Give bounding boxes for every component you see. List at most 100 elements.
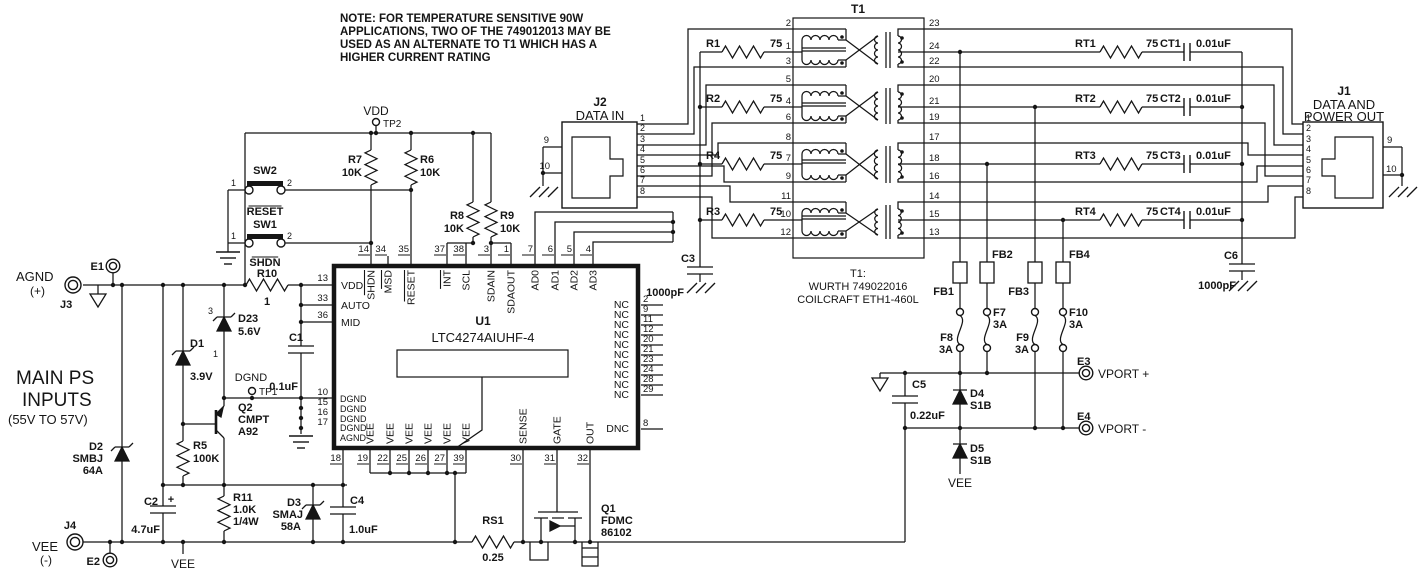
rt2-ref: RT2 bbox=[1075, 93, 1096, 105]
j2-pin6-num: 6 bbox=[640, 165, 645, 175]
e3-label: E3 bbox=[1077, 356, 1090, 368]
wire bbox=[529, 542, 549, 561]
sw2-pin1: 1 bbox=[231, 178, 236, 188]
u1-pin13-num: 13 bbox=[317, 273, 328, 284]
polarity-dot bbox=[900, 150, 904, 154]
wire bbox=[845, 39, 879, 65]
polarity-dot bbox=[900, 231, 904, 235]
u1-pin-agnd: AGND bbox=[340, 433, 367, 443]
ct2-ref: CT2 bbox=[1160, 93, 1181, 105]
j3-label: J3 bbox=[60, 299, 72, 311]
u1-nc28-num: 28 bbox=[643, 374, 654, 385]
wire bbox=[897, 179, 924, 183]
t1-pin8-num: 8 bbox=[786, 132, 791, 143]
j1-name-2: POWER OUT bbox=[1304, 109, 1384, 124]
junction-dot bbox=[957, 370, 963, 376]
r10-ref: R10 bbox=[257, 268, 277, 280]
fuse-element bbox=[1059, 314, 1067, 346]
fuse-terminal bbox=[1030, 343, 1040, 353]
d23-zener bbox=[215, 315, 233, 332]
wire bbox=[924, 122, 1303, 177]
u1-pin32-num: 32 bbox=[577, 453, 588, 464]
j1-pin3-num: 3 bbox=[1306, 134, 1311, 144]
polarity-dot bbox=[840, 91, 844, 95]
r11-ref: R11 bbox=[233, 492, 253, 504]
junction-dot bbox=[1032, 425, 1038, 431]
t1-primary-winding bbox=[801, 207, 839, 214]
note-4: HIGHER CURRENT RATING bbox=[340, 52, 491, 64]
tp1-testpoint bbox=[247, 386, 257, 396]
vee-net-1: VEE bbox=[171, 557, 195, 571]
q1-part1: FDMC bbox=[601, 515, 633, 527]
dgnd-net: DGND bbox=[235, 372, 267, 384]
j2-pin3-num: 3 bbox=[640, 134, 645, 144]
junction-dot bbox=[452, 470, 458, 476]
main-ps-2: INPUTS bbox=[22, 390, 92, 411]
f7-rating: 3A bbox=[993, 319, 1007, 331]
r8-ref: R8 bbox=[450, 210, 464, 222]
sw1-func: SHDN bbox=[249, 257, 280, 269]
t1-pin10-num: 10 bbox=[780, 209, 791, 220]
junction-dot bbox=[1060, 217, 1066, 223]
u1-pin-sdaout: SDAOUT bbox=[506, 269, 518, 313]
junction-dot bbox=[242, 282, 248, 288]
r11 bbox=[216, 495, 232, 532]
t1-secondary-winding bbox=[873, 149, 879, 180]
wire bbox=[924, 66, 1303, 135]
r10 bbox=[245, 277, 289, 293]
c5-ref: C5 bbox=[912, 379, 926, 391]
junction-dot bbox=[160, 482, 166, 488]
d4-ref: D4 bbox=[970, 388, 985, 400]
rt2-val: 75 bbox=[1146, 93, 1158, 105]
u1-pin1-num: 1 bbox=[504, 244, 509, 255]
f8-ref: F8 bbox=[940, 332, 953, 344]
u1-pin-dnc: DNC bbox=[606, 423, 629, 435]
chassis-ground-icon bbox=[1246, 280, 1258, 292]
t1-pin15-num: 15 bbox=[929, 209, 940, 220]
d23-pin3: 3 bbox=[208, 306, 213, 316]
q1-part2: 86102 bbox=[601, 527, 632, 539]
c1-val: 0.1uF bbox=[269, 381, 298, 393]
junction-dot bbox=[298, 302, 304, 308]
u1-pin5-num: 5 bbox=[567, 244, 572, 255]
u1-pin-dgnd1: DGND bbox=[340, 394, 367, 404]
u1-pin35-num: 35 bbox=[398, 244, 409, 255]
sw2-func: RESET bbox=[247, 206, 284, 218]
r9-ref: R9 bbox=[500, 210, 514, 222]
u1-pin31-num: 31 bbox=[544, 453, 555, 464]
wire bbox=[680, 28, 794, 125]
wire bbox=[680, 185, 794, 203]
q2-emitter-arrow bbox=[214, 406, 225, 418]
junction-dot bbox=[470, 240, 476, 246]
u1-nc-8: NC bbox=[614, 369, 630, 381]
u1-nc-6: NC bbox=[614, 349, 630, 361]
j2-pin10-num: 10 bbox=[539, 161, 550, 172]
u1-pin33-num: 33 bbox=[317, 293, 328, 304]
u1-pin-dgnd2: DGND bbox=[340, 404, 367, 414]
sw2-contact bbox=[276, 185, 286, 195]
chassis-ground-icon bbox=[529, 186, 541, 198]
j1-ref: J1 bbox=[1337, 84, 1351, 98]
wire bbox=[110, 446, 116, 452]
e2-label: E2 bbox=[87, 556, 100, 568]
u1-pin-gate: GATE bbox=[552, 416, 564, 444]
c6-ref: C6 bbox=[1224, 250, 1238, 262]
u1-pin-shdn: SHDN bbox=[366, 270, 378, 300]
t1-note-1: T1: bbox=[850, 268, 866, 280]
u1-pin7-num: 7 bbox=[528, 244, 533, 255]
t1-secondary-winding bbox=[897, 35, 903, 65]
junction-dot bbox=[540, 170, 546, 176]
note-3: USED AS AN ALTERNATE TO T1 WHICH HAS A bbox=[340, 39, 597, 51]
t1-primary-winding bbox=[801, 90, 839, 97]
fb3-ref: FB3 bbox=[1008, 286, 1029, 298]
f10-ref: F10 bbox=[1069, 307, 1088, 319]
d4-part: S1B bbox=[970, 400, 991, 412]
vport-minus: VPORT - bbox=[1098, 422, 1146, 436]
r9-val: 10K bbox=[500, 223, 520, 235]
ct1-ref: CT1 bbox=[1160, 38, 1181, 50]
u1-nc-9: NC bbox=[614, 379, 630, 391]
d2-part: SMBJ bbox=[72, 453, 103, 465]
u1-pin39-num: 39 bbox=[453, 453, 464, 464]
r11-val: 1.0K bbox=[233, 504, 256, 516]
c3-val: 1000pF bbox=[646, 287, 684, 299]
